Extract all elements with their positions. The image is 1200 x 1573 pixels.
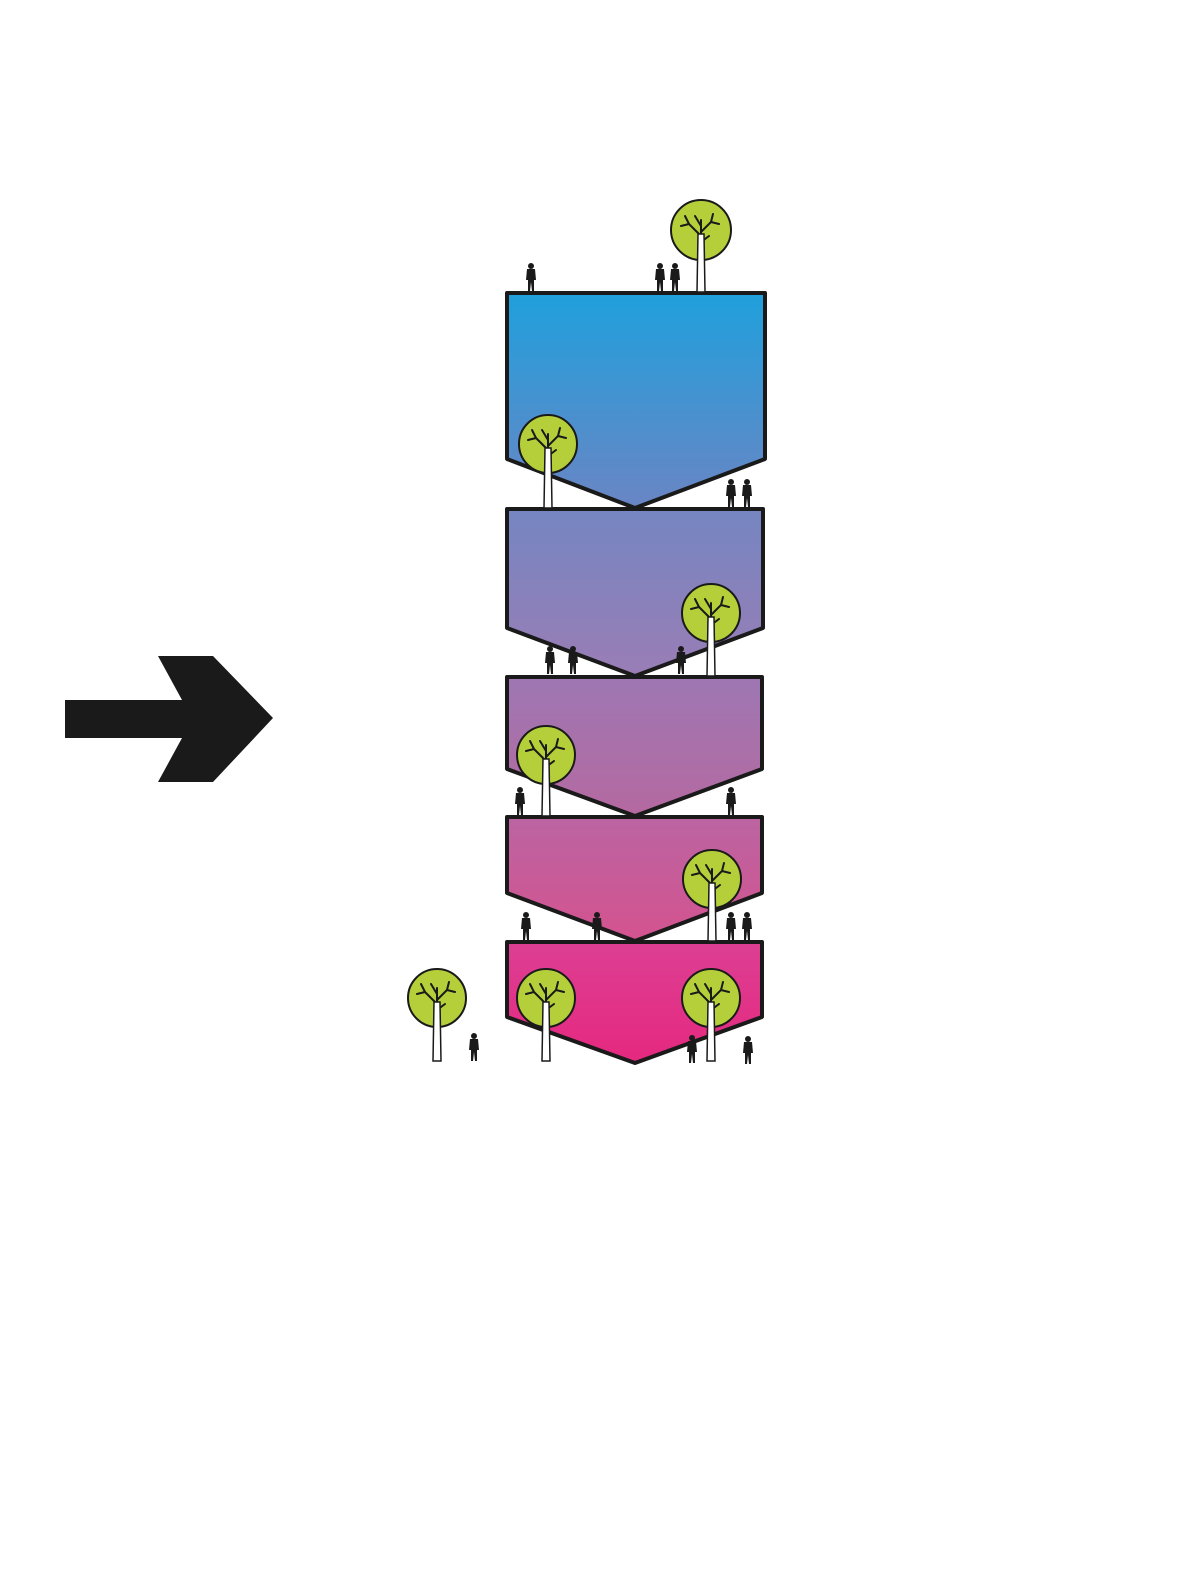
person-icon — [592, 912, 602, 940]
person-icon — [655, 263, 665, 291]
person-icon — [743, 1036, 753, 1064]
level-4-block — [505, 815, 764, 943]
tree-icon — [681, 968, 741, 1062]
person-icon — [676, 646, 686, 674]
tree-icon — [516, 968, 576, 1062]
tree-icon — [682, 849, 742, 942]
person-icon — [726, 787, 736, 815]
person-icon — [521, 912, 531, 940]
levels-stack — [505, 291, 767, 1065]
tree-icon — [518, 414, 578, 509]
level-3-block — [505, 675, 764, 818]
person-icon — [545, 646, 555, 674]
trees-layer — [407, 199, 742, 1062]
person-icon — [687, 1035, 697, 1063]
person-icon — [568, 646, 578, 674]
tree-icon — [681, 583, 741, 677]
right-arrow-icon — [65, 656, 273, 782]
tree-icon — [516, 725, 576, 817]
tree-icon — [407, 968, 467, 1062]
person-icon — [742, 912, 752, 940]
person-icon — [726, 479, 736, 507]
person-icon — [726, 912, 736, 940]
person-icon — [526, 263, 536, 291]
person-icon — [469, 1033, 479, 1061]
people-layer — [469, 263, 753, 1064]
person-icon — [670, 263, 680, 291]
person-icon — [742, 479, 752, 507]
person-icon — [515, 787, 525, 815]
tree-icon — [670, 199, 732, 293]
